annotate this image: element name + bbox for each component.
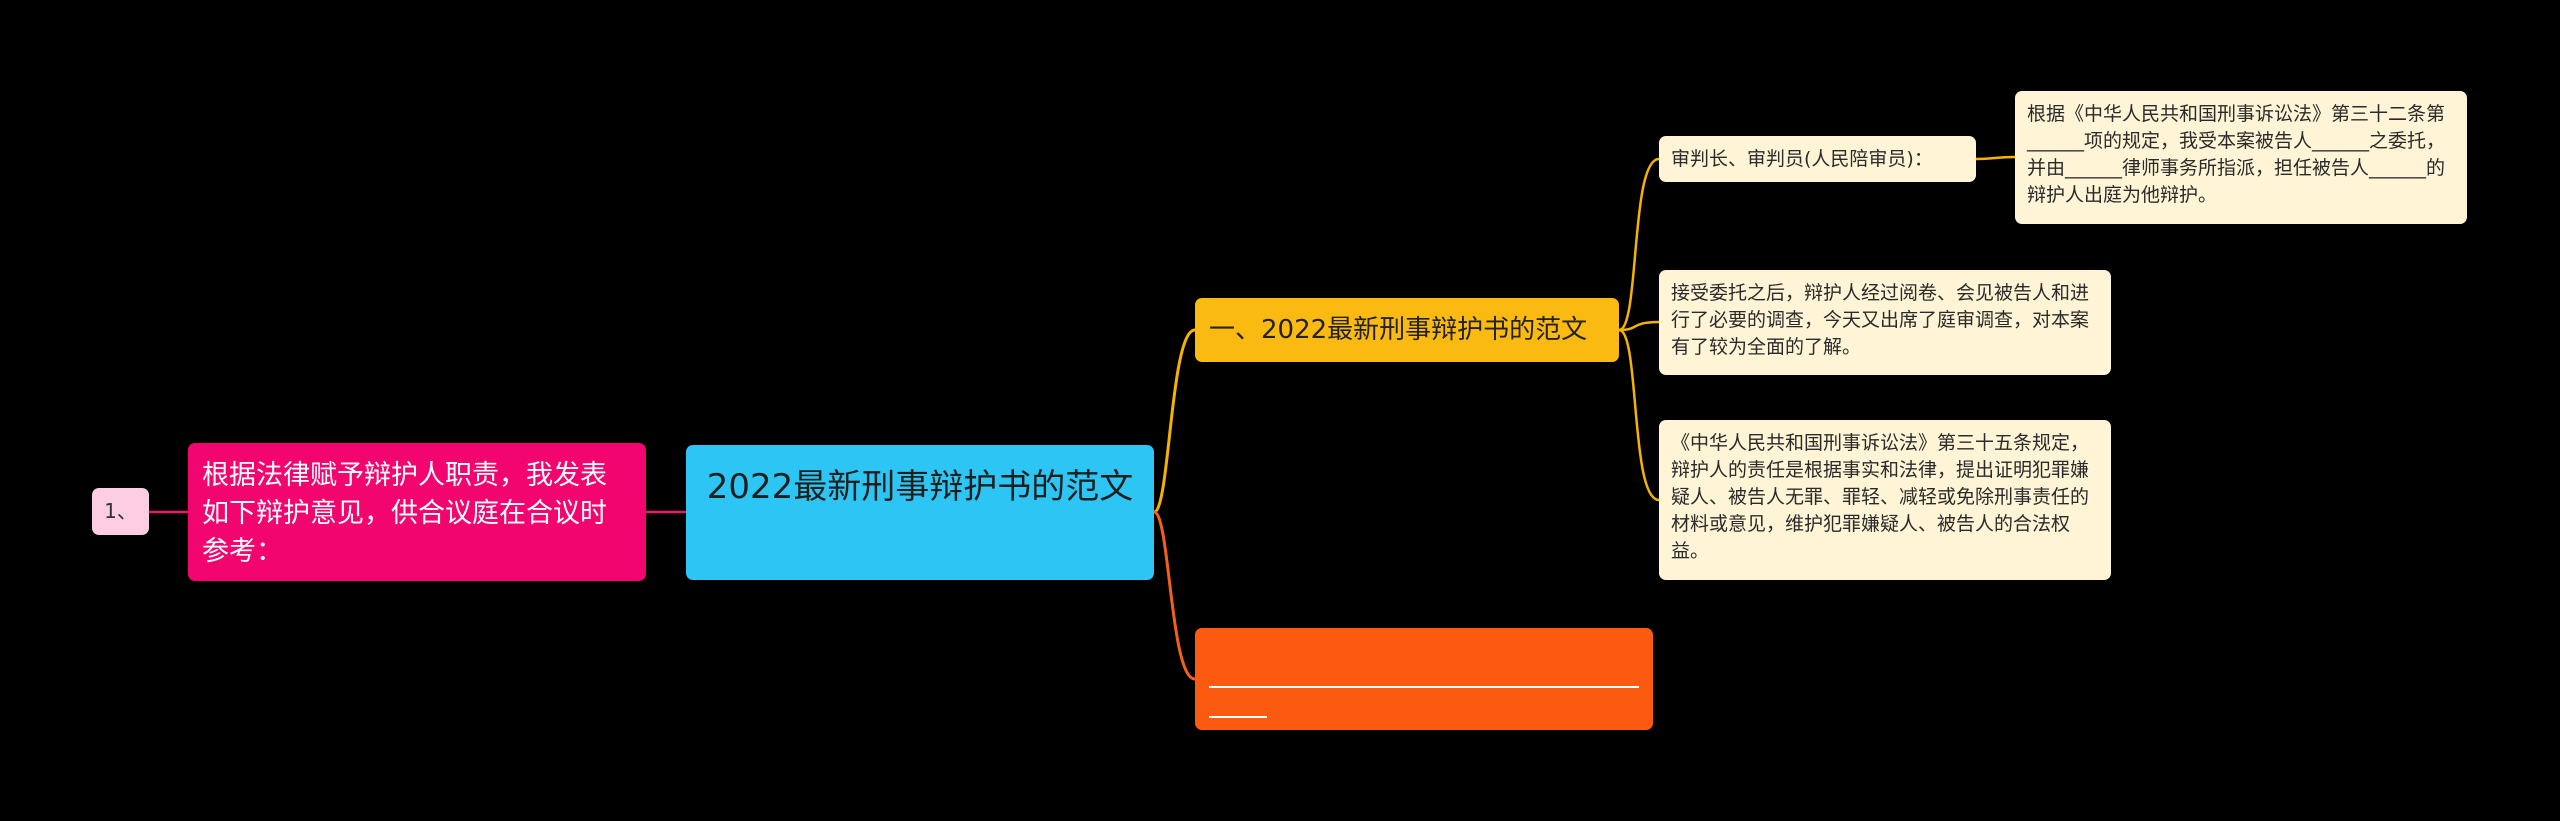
- blank-fill-line: [1209, 686, 1639, 688]
- left-branch-text: 根据法律赋予辩护人职责，我发表如下辩护意见，供合议庭在合议时参考：: [202, 460, 607, 567]
- branch-node-2[interactable]: [1195, 628, 1653, 730]
- link-root-to-branch-2: [1153, 510, 1196, 681]
- link-branch-1-to-leaf-d: [1618, 328, 1660, 502]
- link-leaf-a-to-leaf-b: [1975, 155, 2016, 161]
- left-leaf-text: 1、: [104, 499, 137, 523]
- leaf-d-text: 《中华人民共和国刑事诉讼法》第三十五条规定，辩护人的责任是根据事实和法律，提出证…: [1671, 432, 2090, 562]
- leaf-node-entrustment[interactable]: 根据《中华人民共和国刑事诉讼法》第三十二条第______项的规定，我受本案被告人…: [2015, 91, 2467, 224]
- link-root-to-branch-1: [1152, 328, 1196, 514]
- leaf-b-text: 根据《中华人民共和国刑事诉讼法》第三十二条第______项的规定，我受本案被告人…: [2027, 103, 2446, 206]
- leaf-c-text: 接受委托之后，辩护人经过阅卷、会见被告人和进行了必要的调查，今天又出席了庭审调查…: [1671, 282, 2090, 358]
- leaf-node-investigation[interactable]: 接受委托之后，辩护人经过阅卷、会见被告人和进行了必要的调查，今天又出席了庭审调查…: [1659, 270, 2111, 375]
- branch-1-title: 一、2022最新刑事辩护书的范文: [1209, 315, 1588, 345]
- leaf-a-text: 审判长、审判员(人民陪审员)：: [1671, 148, 1933, 170]
- root-topic-title: 2022最新刑事辩护书的范文: [706, 467, 1134, 507]
- link-branch-1-to-leaf-a: [1618, 157, 1660, 332]
- link-branch-1-to-leaf-c: [1618, 320, 1660, 332]
- branch-node-1[interactable]: 一、2022最新刑事辩护书的范文: [1195, 298, 1619, 362]
- left-leaf-node[interactable]: 1、: [92, 488, 149, 535]
- leaf-node-law-article[interactable]: 《中华人民共和国刑事诉讼法》第三十五条规定，辩护人的责任是根据事实和法律，提出证…: [1659, 420, 2111, 580]
- blank-fill-line-short: [1209, 716, 1267, 718]
- leaf-node-presiding-judge[interactable]: 审判长、审判员(人民陪审员)：: [1659, 136, 1976, 182]
- left-branch-node[interactable]: 根据法律赋予辩护人职责，我发表如下辩护意见，供合议庭在合议时参考：: [188, 443, 646, 581]
- root-topic-node[interactable]: 2022最新刑事辩护书的范文: [686, 445, 1154, 580]
